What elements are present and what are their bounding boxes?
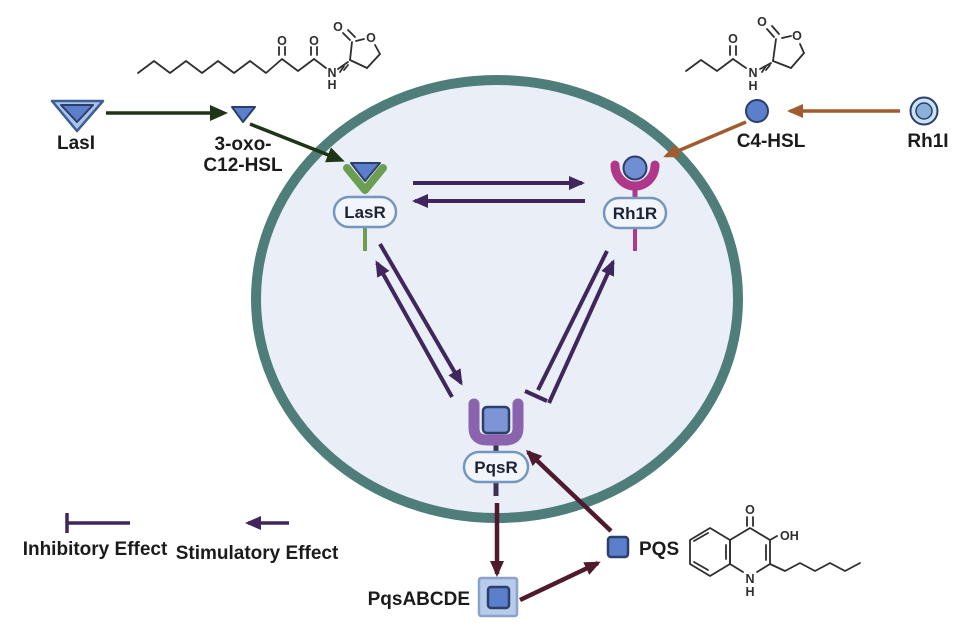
atom-n: N (745, 572, 754, 586)
lasR-pill: LasR (332, 195, 398, 229)
atom-o: O (728, 32, 738, 46)
atom-o: O (792, 29, 802, 43)
atom-h: H (327, 78, 336, 92)
rh1R-receptor-icon (610, 155, 660, 251)
pqsR-label: PqsR (474, 458, 517, 477)
legend-stimulatory-label: Stimulatory Effect (176, 543, 339, 564)
atom-o: O (277, 34, 287, 48)
atom-oh: OH (780, 529, 799, 543)
inhibitor-rh1R-to-pqsR (536, 250, 609, 391)
pqs-icon (606, 535, 630, 559)
pqsABCDE-label: PqsABCDE (368, 589, 470, 610)
atom-o: O (366, 31, 376, 45)
atom-n: N (327, 66, 336, 80)
arrow-pqs-to-pqsR (525, 449, 613, 533)
rh1R-pill: Rh1R (602, 196, 668, 230)
arrow-pqsABCDE-to-pqs (519, 560, 601, 603)
pqsABCDE-icon (477, 576, 519, 618)
arrow-autoinducer-to-lasR (249, 122, 345, 163)
pqs-label: PQS (639, 539, 679, 560)
lasI-icon (50, 99, 105, 133)
rh1R-label: Rh1R (613, 204, 657, 223)
chem-structure-c4-hsl: O N H O O (685, 15, 805, 93)
chem-structure-pqs: O OH N H (689, 503, 861, 599)
legend-inhibitory-label: Inhibitory Effect (23, 539, 168, 560)
autoinducer-c12-label-line1: 3-oxo- (215, 134, 272, 155)
arrow-c4hsl-to-rh1R (663, 120, 747, 158)
c4hsl-label: C4-HSL (737, 131, 806, 152)
rh1I-icon (909, 96, 939, 126)
autoinducer-c12-icon (231, 106, 256, 123)
atom-o: O (745, 503, 755, 517)
autoinducer-c12-label-line2: C12-HSL (203, 155, 283, 176)
lasI-label: LasI (57, 133, 95, 154)
atom-n: N (748, 66, 757, 80)
atom-o: O (333, 20, 343, 34)
rh1I-label: Rh1I (907, 131, 948, 152)
inhibitor-rh1R-to-pqsR-tbar (524, 389, 548, 403)
pqsR-receptor-icon (468, 398, 524, 496)
arrow-pqsR-to-lasR (375, 260, 454, 398)
atom-h: H (748, 79, 757, 93)
lasR-label: LasR (344, 203, 386, 222)
arrow-lasR-to-pqsR (378, 242, 463, 386)
pqsR-pill: PqsR (462, 450, 530, 484)
c4hsl-icon (745, 99, 769, 123)
atom-o: O (757, 15, 767, 29)
atom-o: O (309, 34, 319, 48)
chem-structure-3oxo-c12-hsl: O O N H O O (137, 20, 381, 92)
atom-h: H (745, 585, 754, 599)
legend-inhibitory-symbol (65, 513, 130, 533)
arrow-pqsR-to-rh1R (547, 259, 615, 404)
lasR-receptor-icon (343, 162, 387, 251)
